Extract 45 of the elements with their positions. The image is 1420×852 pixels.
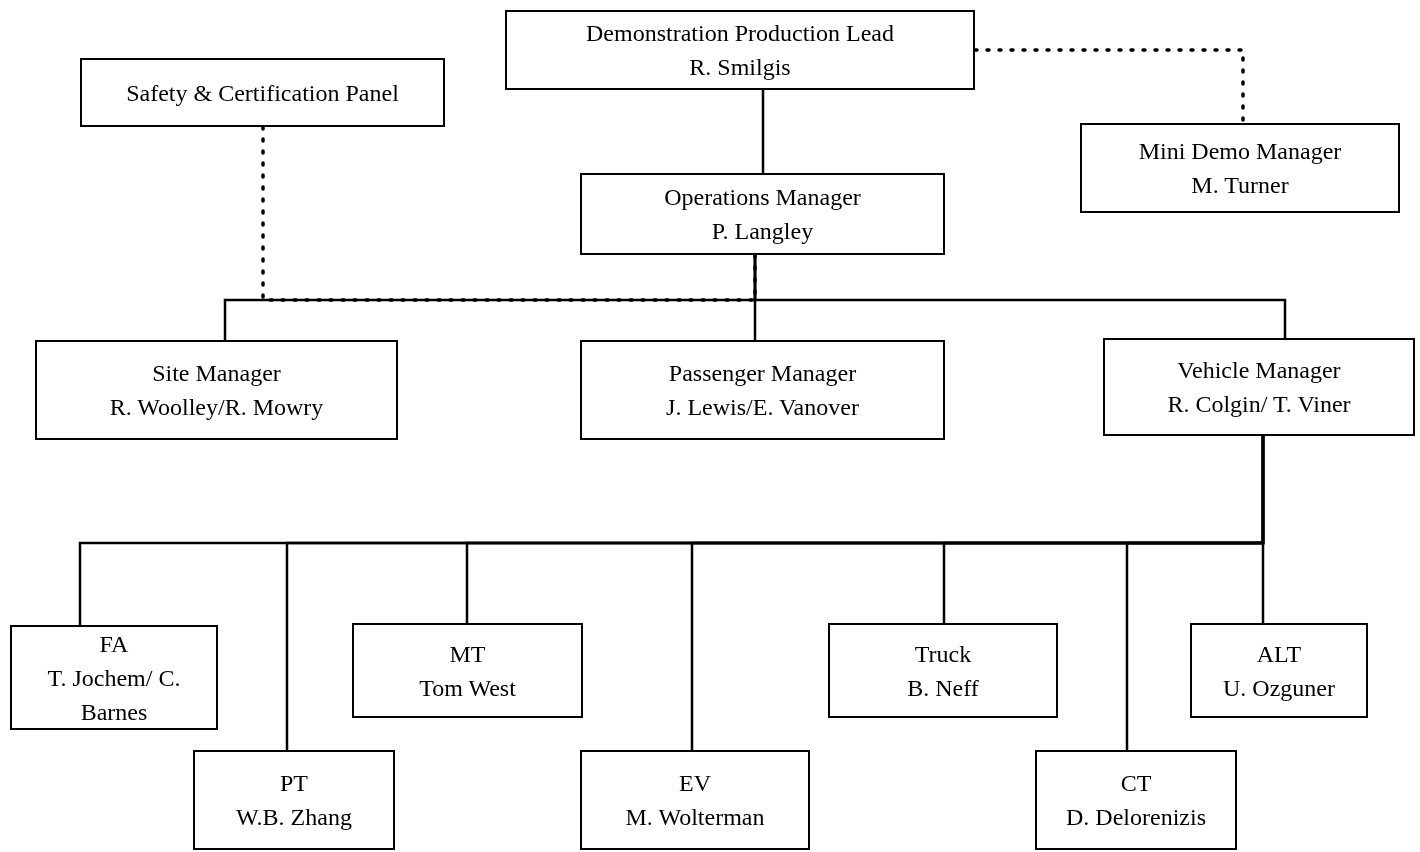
person-name: U. Ozguner [1223, 673, 1335, 703]
org-box [10, 625, 218, 730]
role-title: PT [280, 769, 308, 798]
role-title: CT [1120, 769, 1152, 798]
role-title: Site Manager [152, 359, 281, 388]
person-name: P. Langley [711, 217, 814, 246]
role-title: Passenger Manager [668, 359, 857, 388]
connector-line [1261, 436, 1265, 623]
person-name: Tom West [419, 673, 516, 703]
org-box [1080, 123, 1400, 213]
person-name: B. Neff [907, 673, 979, 703]
person-name: M. Turner [1191, 171, 1289, 200]
person-name: R. Woolley/R. Mowry [109, 393, 324, 422]
person-name: R. Smilgis [689, 53, 791, 82]
person-name: T. Jochem/ C. Barnes [46, 663, 182, 727]
org-box [580, 340, 945, 440]
person-name: J. Lewis/E. Vanover [666, 393, 859, 422]
person-name: R. Colgin/ T. Viner [1167, 390, 1351, 419]
role-title: EV [679, 769, 711, 798]
org-box [828, 623, 1058, 718]
role-title: MT [449, 639, 486, 669]
org-box [193, 750, 395, 850]
role-title: Mini Demo Manager [1138, 137, 1342, 166]
role-title: FA [99, 629, 129, 659]
org-box [1035, 750, 1237, 850]
person-name: D. Delorenizis [1066, 803, 1206, 832]
connector-line [753, 255, 1287, 338]
org-box [80, 58, 445, 127]
connector-line [761, 90, 765, 173]
role-title: ALT [1256, 639, 1302, 669]
role-title: Truck [914, 639, 972, 669]
person-name: M. Wolterman [625, 803, 765, 832]
role-title: Safety & Certification Panel [126, 78, 399, 108]
org-box [352, 623, 583, 718]
person-name: W.B. Zhang [236, 803, 352, 832]
org-box [580, 173, 945, 255]
org-box [505, 10, 975, 90]
org-box [580, 750, 810, 850]
org-box [35, 340, 398, 440]
dotted-connector [261, 125, 757, 302]
org-box [1190, 623, 1368, 718]
org-box [1103, 338, 1415, 436]
role-title: Demonstration Production Lead [586, 19, 894, 48]
role-title: Vehicle Manager [1177, 356, 1341, 385]
role-title: Operations Manager [664, 183, 861, 212]
